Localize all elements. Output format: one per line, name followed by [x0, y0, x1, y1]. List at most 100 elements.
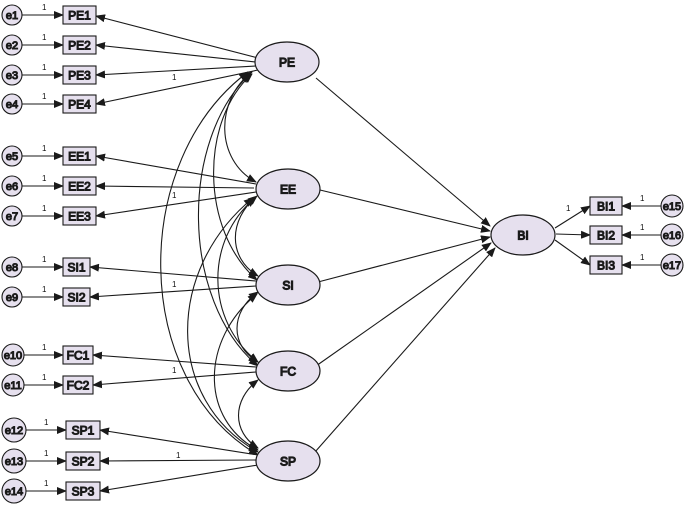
indicator-label: SP1	[72, 424, 95, 438]
indicator-fc1: FC1	[62, 345, 94, 365]
error-label: e14	[5, 486, 23, 498]
fixed-one-label: 1	[176, 451, 181, 460]
error-e15: e15	[660, 194, 684, 218]
indicator-sp2: SP2	[65, 451, 101, 471]
fixed-one-label: 1	[172, 191, 177, 200]
fixed-one-label: 1	[44, 479, 49, 488]
fixed-one-label: 1	[42, 285, 47, 294]
error-e10: e10	[1, 343, 25, 367]
fixed-one-label: 1	[42, 343, 47, 352]
error-e5: e5	[1, 145, 23, 167]
latent-constructs: PE EE SI FC SP BI	[254, 41, 556, 482]
fixed-one-label: 1	[172, 73, 177, 82]
indicator-bi1: BI1	[589, 196, 623, 216]
fixed-one-label: 1	[566, 204, 571, 213]
fixed-one-label: 1	[42, 92, 47, 101]
cov-pe-fc	[197, 73, 259, 367]
fixed-one-label: 1	[42, 174, 47, 183]
error-arrows	[22, 11, 662, 495]
fixed-one-label: 1	[172, 366, 177, 375]
fixed-one-label: 1	[42, 3, 47, 12]
error-label: e3	[6, 70, 18, 82]
error-label: e7	[6, 211, 18, 223]
indicator-label: FC1	[67, 349, 90, 363]
cov-pe-si	[213, 73, 258, 281]
error-label: e9	[6, 292, 18, 304]
indicator-ee2: EE2	[62, 176, 97, 196]
error-e13: e13	[1, 448, 27, 474]
covariance-arcs	[160, 71, 259, 456]
fixed-one-label: 1	[42, 33, 47, 42]
indicator-label: EE1	[68, 150, 91, 164]
indicator-fc2: FC2	[62, 375, 94, 395]
fixed-one-label: 1	[42, 144, 47, 153]
latent-label: SI	[282, 279, 293, 293]
error-label: e13	[5, 456, 23, 468]
indicator-ee3: EE3	[62, 206, 97, 226]
loading-arrows	[89, 14, 591, 494]
error-e14: e14	[1, 478, 27, 504]
error-e4: e4	[1, 93, 23, 115]
fixed-parameter-labels: 1 1 1 1 1 1 1 1 1 1 1 1 1 1 1 1 1 1 1 1 …	[42, 3, 645, 488]
indicator-sp1: SP1	[65, 420, 101, 440]
cov-fc-sp	[237, 379, 259, 449]
latent-bi: BI	[490, 214, 556, 256]
error-terms: e1 e2 e3 e4 e5 e6 e7 e8 e9 e10 e11 e12 e…	[1, 4, 684, 504]
latent-fc: FC	[255, 350, 321, 392]
latent-si: SI	[255, 264, 321, 306]
latent-label: FC	[280, 365, 296, 379]
indicator-label: SI1	[67, 261, 85, 275]
fixed-one-label: 1	[640, 253, 645, 262]
indicator-pe4: PE4	[62, 94, 97, 114]
error-e6: e6	[1, 175, 23, 197]
fixed-one-label: 1	[42, 63, 47, 72]
fixed-one-label: 1	[640, 223, 645, 232]
error-e9: e9	[1, 286, 23, 308]
latent-ee: EE	[255, 168, 321, 210]
fixed-one-label: 1	[44, 418, 49, 427]
fixed-one-label: 1	[42, 255, 47, 264]
latent-sp: SP	[255, 440, 321, 482]
indicator-label: PE4	[68, 98, 91, 112]
error-e8: e8	[1, 256, 23, 278]
indicator-sp3: SP3	[65, 481, 101, 501]
indicator-label: EE2	[68, 180, 91, 194]
indicator-label: FC2	[67, 379, 90, 393]
error-e1: e1	[1, 4, 23, 26]
indicator-pe2: PE2	[62, 35, 97, 55]
error-e7: e7	[1, 205, 23, 227]
indicator-bi2: BI2	[589, 225, 623, 245]
error-label: e12	[5, 425, 23, 437]
indicator-label: PE3	[68, 69, 91, 83]
latent-label: EE	[280, 183, 296, 197]
indicator-bi3: BI3	[589, 255, 623, 275]
cov-si-sp	[213, 293, 259, 451]
indicator-label: BI1	[597, 200, 615, 214]
indicator-label: SP3	[72, 485, 95, 499]
fixed-one-label: 1	[640, 194, 645, 203]
latent-label: BI	[517, 229, 528, 243]
error-label: e11	[4, 380, 22, 392]
indicator-pe3: PE3	[62, 65, 97, 85]
latent-label: SP	[280, 455, 296, 469]
error-label: e6	[6, 181, 18, 193]
fixed-one-label: 1	[42, 204, 47, 213]
latent-pe: PE	[254, 41, 320, 83]
error-label: e5	[6, 151, 18, 163]
cov-ee-si	[234, 195, 259, 277]
indicator-label: SI2	[67, 291, 85, 305]
fixed-one-label: 1	[44, 449, 49, 458]
indicator-pe1: PE1	[62, 5, 97, 25]
error-label: e15	[663, 201, 681, 213]
structural-paths	[314, 77, 496, 453]
fixed-one-label: 1	[42, 373, 47, 382]
error-label: e1	[6, 10, 18, 22]
indicator-label: BI2	[597, 229, 615, 243]
error-label: e2	[6, 40, 18, 52]
error-e3: e3	[1, 64, 23, 86]
fixed-one-label: 1	[172, 280, 177, 289]
indicator-label: SP2	[72, 455, 95, 469]
error-label: e17	[663, 260, 681, 272]
error-e12: e12	[1, 417, 27, 443]
